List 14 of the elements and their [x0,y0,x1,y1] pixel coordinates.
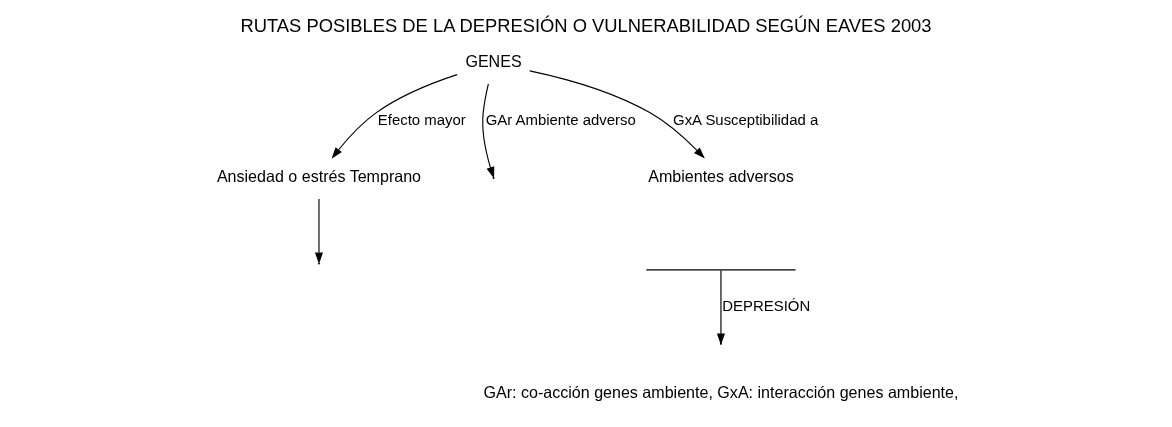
edge-label: GxA Susceptibilidad a [673,110,819,128]
node-text: Ansiedad o estrés Temprano [216,167,422,186]
arrow [716,269,725,346]
node-brace [645,269,797,271]
edge-label: DEPRESIÓN [722,296,811,314]
edge-label: Efecto mayor [377,110,466,128]
edge-label: GAr Ambiente adverso [485,110,636,128]
diagram-title: RUTAS POSIBLES DE LA DEPRESIÓN O VULNERABILIDAD SEGÚN EAVES 2003 [240,14,932,36]
arrow [331,74,458,159]
arrow [529,70,705,159]
label: GAr: co-acción genes ambiente, GxA: interacción genes ambiente, [483,382,959,401]
arrow [314,198,323,265]
node-text: GENES [465,52,522,71]
node-text: Ambientes adversos [648,167,794,186]
